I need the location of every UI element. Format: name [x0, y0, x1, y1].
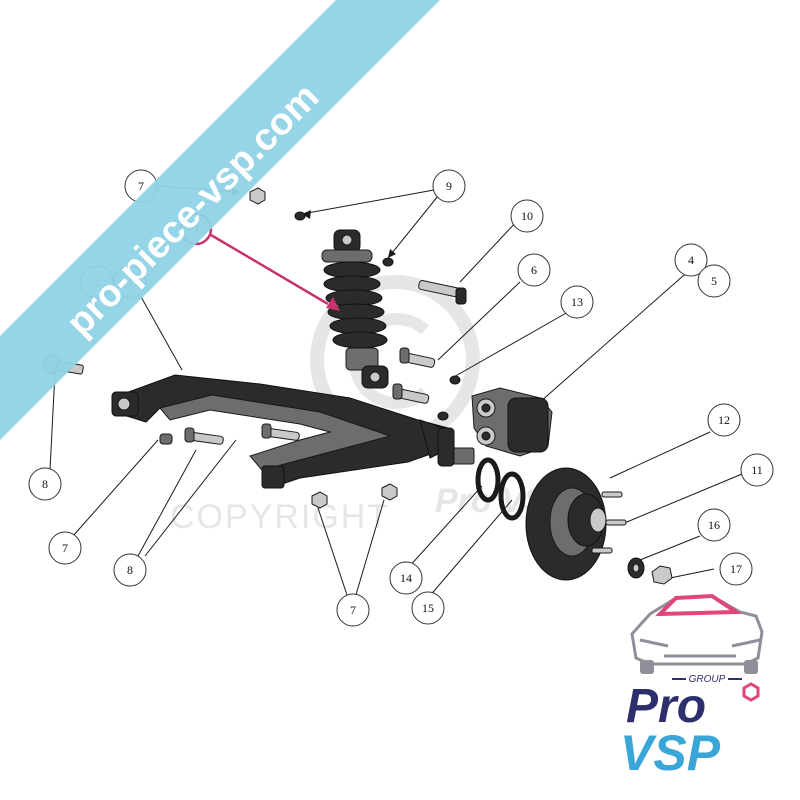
bolt-6b [392, 383, 430, 404]
car-outline-icon [630, 594, 764, 666]
shock-absorber [321, 229, 389, 389]
nut-7-right [381, 483, 398, 501]
hexagon-icon [742, 682, 760, 702]
callout-11: 11 [740, 453, 774, 487]
callout-8b: 8 [113, 553, 147, 587]
washer-9b [382, 257, 394, 267]
svg-text:4: 4 [688, 253, 694, 267]
svg-text:12: 12 [718, 413, 730, 427]
svg-text:11: 11 [751, 463, 763, 477]
callout-5: 5 [697, 264, 731, 298]
spacer-small [159, 433, 173, 445]
svg-text:7: 7 [62, 541, 68, 555]
brake-disc-hub [525, 467, 627, 581]
callout-4: 4 [674, 243, 708, 277]
ring-14 [475, 457, 501, 503]
svg-text:16: 16 [708, 518, 720, 532]
svg-text:8: 8 [42, 477, 48, 491]
svg-text:15: 15 [422, 601, 434, 615]
callout-12: 12 [707, 403, 741, 437]
bolt-10 [418, 280, 467, 305]
bolt-8-mid-a [184, 427, 224, 445]
logo-pro-text: Pro [626, 680, 706, 733]
logo-vsp-text: VSP [620, 725, 721, 781]
callout-6: 6 [517, 253, 551, 287]
logo-group-text: GROUP [689, 674, 726, 685]
axle-cap-17 [651, 565, 673, 585]
hardware [249, 187, 461, 509]
svg-text:8: 8 [127, 563, 133, 577]
callout-15: 15 [411, 591, 445, 625]
svg-text:17: 17 [730, 562, 742, 576]
callout-9: 9 [432, 169, 466, 203]
callout-7c: 7 [336, 593, 370, 627]
svg-text:13: 13 [571, 295, 583, 309]
callout-7b: 7 [48, 531, 82, 565]
ring-15 [498, 471, 526, 521]
nut-7-left [311, 491, 328, 509]
svg-text:6: 6 [531, 263, 537, 277]
svg-text:7: 7 [138, 179, 144, 193]
callout-16: 16 [697, 508, 731, 542]
bolt-6a [399, 347, 436, 368]
callout-13: 13 [560, 285, 594, 319]
svg-text:10: 10 [521, 209, 533, 223]
svg-text:9: 9 [446, 179, 452, 193]
callout-10: 10 [510, 199, 544, 233]
washer-9a [294, 211, 306, 221]
leader-lines [49, 185, 743, 599]
banner-url: pro-piece-vsp.com [59, 76, 328, 345]
watermark-text: COPYRIGHT [170, 498, 390, 536]
svg-text:7: 7 [350, 603, 356, 617]
stub-axle [437, 427, 475, 467]
callout-17: 17 [719, 552, 753, 586]
callout-8a: 8 [28, 467, 62, 501]
svg-text:14: 14 [400, 571, 412, 585]
nut-7-top [249, 187, 266, 205]
bolt-8-mid-b [261, 423, 300, 441]
spacer-rings [475, 457, 526, 521]
washer-13b [437, 411, 449, 421]
callout-14: 14 [389, 561, 423, 595]
svg-text:5: 5 [711, 274, 717, 288]
brake-caliper [471, 387, 553, 457]
axle-nut-16 [627, 557, 645, 579]
washer-13a [449, 375, 461, 385]
provsp-logo: GROUP Pro VSP [620, 593, 764, 781]
